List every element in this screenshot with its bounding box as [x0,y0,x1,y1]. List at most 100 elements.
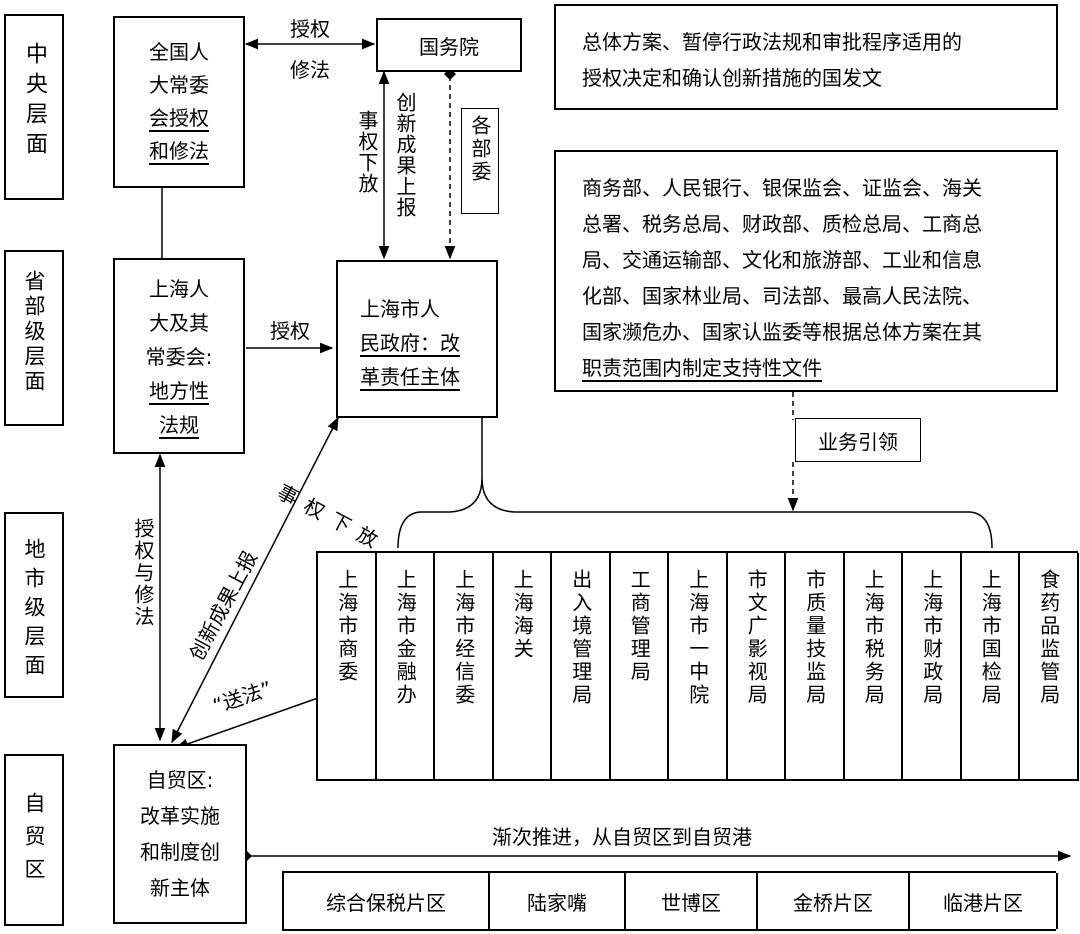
agency-column: 上海市财政局 [903,553,962,781]
sh-congress-line-4: 地方性 [115,374,243,408]
ftz-line-3: 和制度创 [140,840,220,864]
level-provincial-label: 省部级层面 [6,270,62,395]
level-ftz-box: 自贸区 [4,754,64,926]
ministries-note-line-6-text: 职责范围内制定支持性文件 [582,356,822,380]
ministries-note-line-2: 总署、税务总局、财政部、质检总局、工商总 [582,212,982,236]
agency-column: 市质量技监局 [786,553,845,781]
zones-strip [282,871,1056,931]
zone-cell: 金桥片区 [758,873,910,929]
auth-label-central: 授权 [290,17,330,41]
sh-congress-line-5-text: 法规 [159,413,199,437]
ministries-note-line-3: 局、交通运输部、文化和旅游部、工业和信息 [582,248,982,272]
sh-gov-line-3: 革责任主体 [360,360,460,394]
agency-label: 市质量技监局 [802,569,827,707]
agency-label: 上海市经信委 [451,569,476,707]
agency-column: 上海市国检局 [962,553,1020,781]
delegate-power-upper-text: 事权下放 [355,110,379,194]
zone-cell: 综合保税片区 [284,873,490,929]
zone-cell: 陆家嘴 [490,873,626,929]
agency-column: 市文广影视局 [728,553,786,781]
agencies-strip [316,551,1078,781]
npc-box: 全国人 大常委 会授权 和修法 [113,16,245,188]
ftz-line-1: 自贸区: [146,768,214,792]
brace-connector [397,418,993,549]
ftz-box: 自贸区: 改革实施 和制度创 新主体 [113,744,247,924]
agency-column: 上海市一中院 [669,553,728,781]
business-guidance-box: 业务引领 [795,418,921,462]
level-municipal-box: 地市级层面 [4,512,64,698]
npc-line-3: 会授权 [115,102,243,135]
authorize-label: 授权 [270,319,310,343]
npc-line-2: 大常委 [149,73,209,97]
agency-label: 上海市税务局 [861,569,886,707]
level-municipal-text: 地市级层面 [22,538,46,683]
business-guidance-label: 业务引领 [818,430,898,454]
zone-cell: 世博区 [626,873,758,929]
sh-gov-line-1: 上海市人 [360,297,440,321]
arrow-gov-ftz-diagonal [171,416,339,744]
sh-congress-line-5: 法规 [115,408,243,442]
report-innovation-upper: 创新成果上报 [392,92,418,218]
sh-government-box: 上海市人 民政府：改 革责任主体 [336,260,498,418]
progress-label: 渐次推进，从自贸区到自贸港 [492,825,752,849]
zone-cell: 临港片区 [910,873,1058,929]
level-central-label: 中央层面 [6,42,62,162]
sh-congress-line-4-text: 地方性 [149,379,209,403]
agency-label: 食药品监管局 [1036,569,1061,707]
zone-label: 临港片区 [943,890,1023,915]
level-provincial-box: 省部级层面 [4,250,64,426]
level-central-box: 中央层面 [4,14,64,200]
sh-congress-box: 上海人 大及其 常委会: 地方性 法规 [113,258,245,454]
sh-congress-line-2: 大及其 [149,311,209,335]
level-ftz-text: 自贸区 [22,792,46,891]
zone-label: 陆家嘴 [527,890,587,915]
auth-amend-lower-text: 授权与修法 [131,518,155,628]
agency-label: 上海市财政局 [919,569,944,707]
agency-label: 上海市一中院 [685,569,710,707]
amend-label-central: 修法 [290,58,330,82]
agency-label: 上海市国检局 [978,569,1003,707]
ministries-note-line-6: 职责范围内制定支持性文件 [582,350,982,386]
sh-gov-line-2-text: 民政府：改 [360,331,460,355]
agency-label: 工商管理局 [627,569,652,684]
npc-line-4-text: 和修法 [149,139,209,163]
npc-line-4: 和修法 [115,135,243,168]
npc-line-1: 全国人 [149,40,209,64]
ministries-note-line-5: 国家濒危办、国家认监委等根据总体方案在其 [582,320,982,344]
state-council-box: 国务院 [376,18,522,72]
top-note-line-2: 授权决定和确认创新措施的国发文 [582,66,882,90]
sh-gov-line-3-text: 革责任主体 [360,365,460,389]
agency-column: 上海市金融办 [377,553,435,781]
ministries-note-line-1: 商务部、人民银行、银保监会、证监会、海关 [582,176,982,200]
agency-label: 上海海关 [510,569,535,661]
top-note-line-1: 总体方案、暂停行政法规和审批程序适用的 [582,30,962,54]
ftz-line-4: 新主体 [150,876,210,900]
agency-column: 出入境管理局 [552,553,611,781]
agency-label: 出入境管理局 [568,569,593,707]
top-note-box: 总体方案、暂停行政法规和审批程序适用的 授权决定和确认创新措施的国发文 [554,4,1058,110]
level-municipal-label: 地市级层面 [6,538,62,683]
ministries-label: 各部委 [468,115,492,184]
level-central-text: 中央层面 [22,42,47,162]
agency-label: 上海市商委 [334,569,359,684]
level-provincial-text: 省部级层面 [22,270,46,395]
sh-gov-line-2: 民政府：改 [360,326,460,360]
ministries-note-box: 商务部、人民银行、银保监会、证监会、海关 总署、税务总局、财政部、质检总局、工商… [554,150,1058,392]
level-ftz-label: 自贸区 [6,792,62,891]
agency-column: 上海市商委 [318,553,377,781]
agency-column: 工商管理局 [611,553,669,781]
state-council-label: 国务院 [419,35,479,59]
agency-column: 上海海关 [494,553,552,781]
delegate-power-upper: 事权下放 [354,110,380,194]
ministries-note-line-4: 化部、国家林业局、司法部、最高人民法院、 [582,284,982,308]
agency-label: 上海市金融办 [393,569,418,707]
agency-label: 市文广影视局 [744,569,769,707]
agency-column: 上海市经信委 [435,553,494,781]
ftz-line-2: 改革实施 [140,804,220,828]
ministries-box: 各部委 [461,108,499,214]
arrow-send-law [174,697,319,750]
npc-line-3-text: 会授权 [149,106,209,130]
auth-amend-lower: 授权与修法 [130,518,156,628]
sh-congress-line-1: 上海人 [149,277,209,301]
